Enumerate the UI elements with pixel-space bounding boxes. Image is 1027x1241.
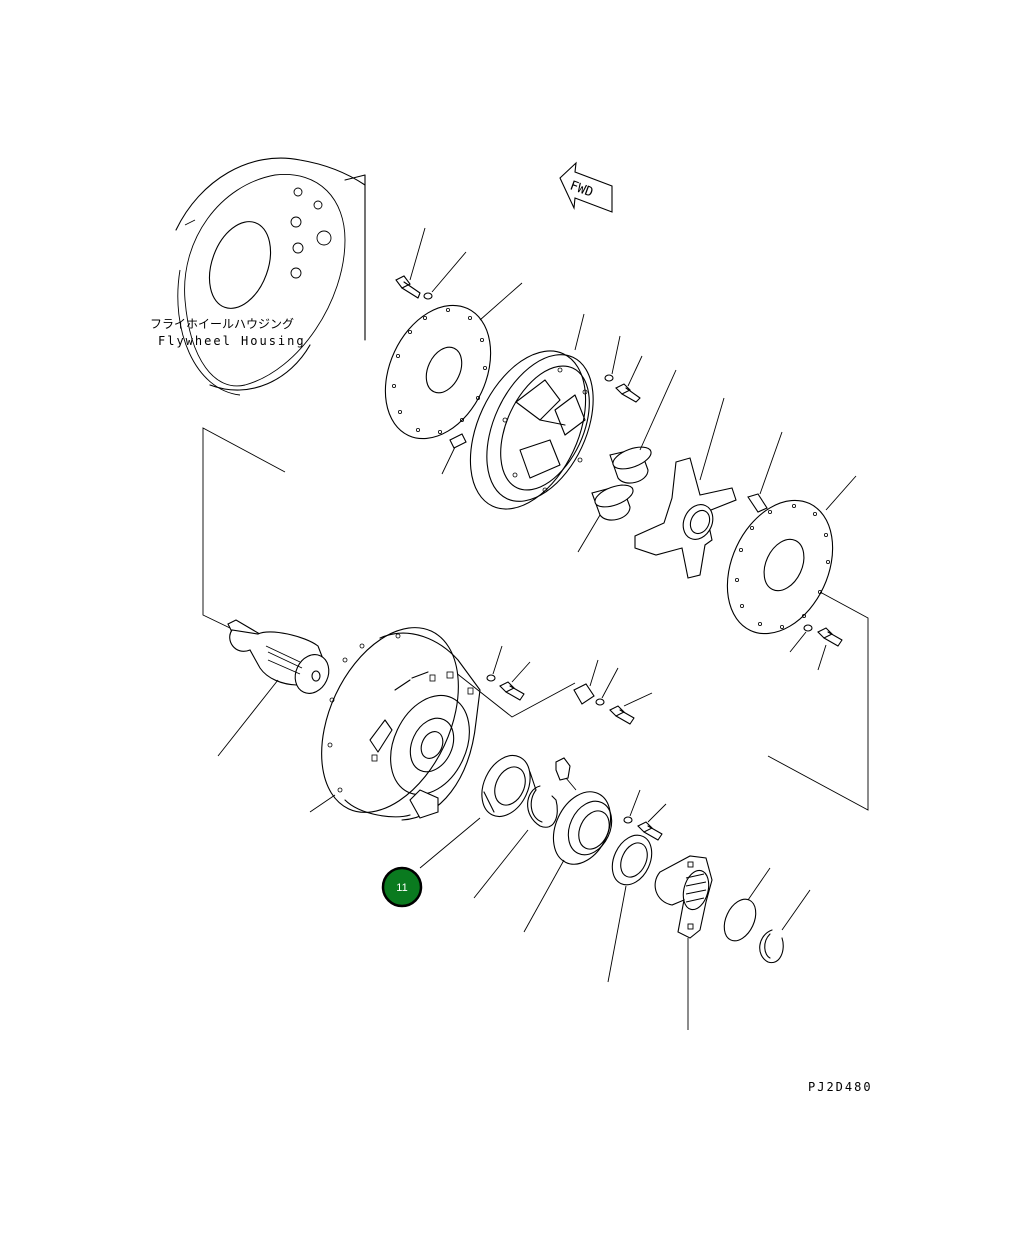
assembly-bracket-lines bbox=[202, 427, 869, 811]
bolt-retainer bbox=[623, 789, 667, 841]
grease-fitting bbox=[555, 757, 577, 791]
flywheel-housing: フライホイールハウジング Flywheel Housing bbox=[150, 157, 366, 396]
callout-11-label: 11 bbox=[396, 882, 407, 894]
housing-en-label: Flywheel Housing bbox=[158, 334, 306, 348]
bolt-right-disc bbox=[789, 624, 843, 671]
callout-11-badge[interactable]: 11 bbox=[381, 866, 423, 908]
adapter-plate bbox=[384, 282, 523, 440]
bearing bbox=[419, 754, 537, 869]
rubber-block-lower bbox=[577, 484, 634, 553]
drive-plate-right bbox=[726, 475, 857, 635]
rubber-block-upper bbox=[609, 369, 677, 484]
bolt-housing-upper bbox=[486, 645, 531, 701]
coupling-housing bbox=[469, 313, 594, 510]
spider-hub bbox=[634, 397, 737, 579]
main-housing bbox=[309, 627, 481, 821]
bolt-top bbox=[395, 227, 467, 300]
fwd-arrow-icon: FWD bbox=[559, 161, 613, 213]
bearing-retainer bbox=[523, 791, 613, 933]
bolt-coupling bbox=[604, 335, 643, 403]
drawing-code: PJ2D480 bbox=[808, 1080, 873, 1094]
snap-ring-inner bbox=[473, 785, 558, 899]
dowel-pin-left bbox=[441, 433, 467, 475]
snap-ring-outer bbox=[759, 889, 811, 964]
dowel-pin-right bbox=[747, 431, 783, 513]
lock-plate bbox=[573, 659, 599, 705]
housing-jp-label: フライホイールハウジング bbox=[150, 317, 294, 331]
bolt-housing-lower bbox=[595, 667, 653, 725]
output-yoke bbox=[654, 855, 713, 1030]
o-ring bbox=[723, 867, 771, 942]
oil-seal bbox=[607, 834, 653, 983]
input-shaft bbox=[217, 619, 330, 757]
